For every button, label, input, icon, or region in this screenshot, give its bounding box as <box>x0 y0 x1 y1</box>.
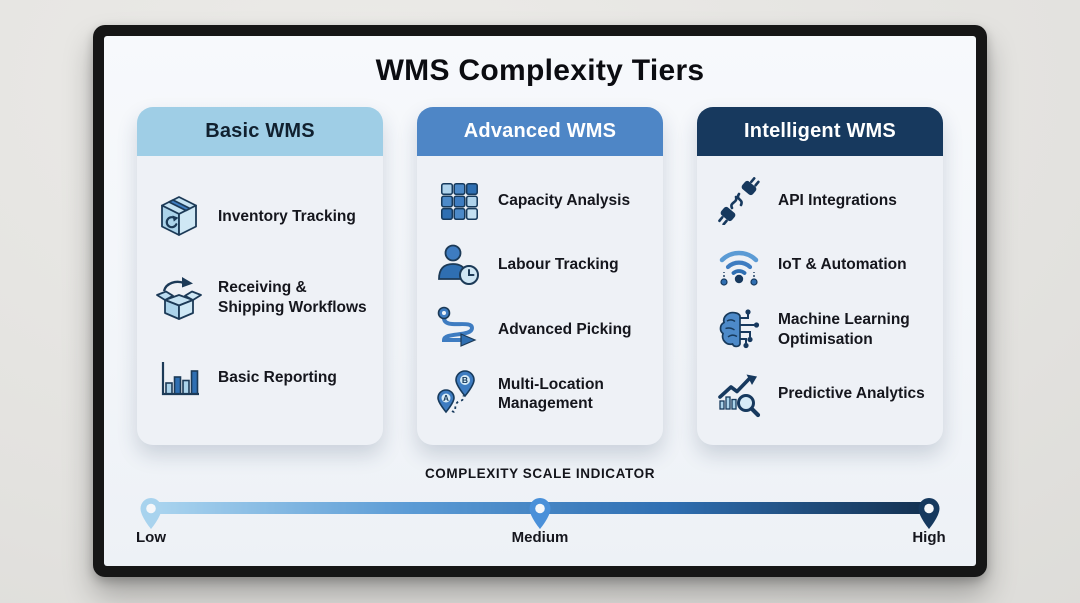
list-item: Receiving & Shipping Workflows <box>153 272 369 324</box>
feature-label: Receiving & Shipping Workflows <box>218 278 367 316</box>
complexity-scale-bar <box>140 497 940 529</box>
feature-label: Basic Reporting <box>218 369 337 387</box>
scale-label-medium: Medium <box>511 529 569 546</box>
capacity-grid-icon <box>433 175 485 227</box>
brain-circuit-icon <box>713 304 765 356</box>
card-header-intelligent: Intelligent WMS <box>697 107 943 156</box>
list-item: IoT & Automation <box>713 239 929 291</box>
card-body-intelligent: API Integrations <box>697 156 943 445</box>
display-frame: WMS Complexity Tiers Basic WMS <box>93 25 987 577</box>
feature-label: Labour Tracking <box>498 256 619 274</box>
feature-label: API Integrations <box>778 191 897 209</box>
feature-label: Machine Learning Optimisation <box>778 310 910 348</box>
inventory-box-icon <box>153 191 205 243</box>
feature-label: IoT & Automation <box>778 256 907 274</box>
list-item: Advanced Picking <box>433 304 649 356</box>
api-plug-icon <box>713 175 765 227</box>
scale-labels: Low Medium High <box>136 529 946 549</box>
scale-label-high: High <box>912 529 946 546</box>
list-item: API Integrations <box>713 175 929 227</box>
chart-magnifier-icon <box>713 368 765 420</box>
person-clock-icon <box>433 239 485 291</box>
list-item: Basic Reporting <box>153 352 369 404</box>
card-body-advanced: Capacity Analysis La <box>417 156 663 445</box>
page-title: WMS Complexity Tiers <box>375 54 705 87</box>
iot-wifi-icon <box>713 239 765 291</box>
feature-label: Capacity Analysis <box>498 191 631 209</box>
list-item: Capacity Analysis <box>433 175 649 227</box>
scale-pin-high-icon <box>914 497 944 531</box>
feature-label: Predictive Analytics <box>778 385 925 403</box>
card-advanced-wms: Advanced WMS <box>417 107 663 445</box>
picking-route-icon <box>433 304 485 356</box>
bar-chart-icon <box>153 352 205 404</box>
scale-title: COMPLEXITY SCALE INDICATOR <box>424 466 656 481</box>
scale-pin-medium-icon <box>525 497 555 531</box>
map-pins-icon: B A <box>433 368 485 420</box>
shipping-box-icon <box>153 272 205 324</box>
card-basic-wms: Basic WMS <box>137 107 383 445</box>
svg-text:B: B <box>462 375 468 385</box>
list-item: B A Multi-Location Management <box>433 368 649 420</box>
infographic-screen: WMS Complexity Tiers Basic WMS <box>104 36 976 566</box>
card-body-basic: Inventory Tracking <box>137 156 383 445</box>
svg-text:A: A <box>443 394 449 403</box>
list-item: Predictive Analytics <box>713 368 929 420</box>
card-header-advanced: Advanced WMS <box>417 107 663 156</box>
list-item: Inventory Tracking <box>153 191 369 243</box>
feature-label: Multi-Location Management <box>498 375 604 413</box>
card-intelligent-wms: Intelligent WMS <box>697 107 943 445</box>
feature-label: Inventory Tracking <box>218 207 356 225</box>
feature-label: Advanced Picking <box>498 320 632 338</box>
list-item: Labour Tracking <box>433 239 649 291</box>
card-header-basic: Basic WMS <box>137 107 383 156</box>
tier-cards-row: Basic WMS <box>137 107 943 445</box>
list-item: Machine Learning Optimisation <box>713 304 929 356</box>
scale-label-low: Low <box>136 529 166 546</box>
scale-pin-low-icon <box>136 497 166 531</box>
